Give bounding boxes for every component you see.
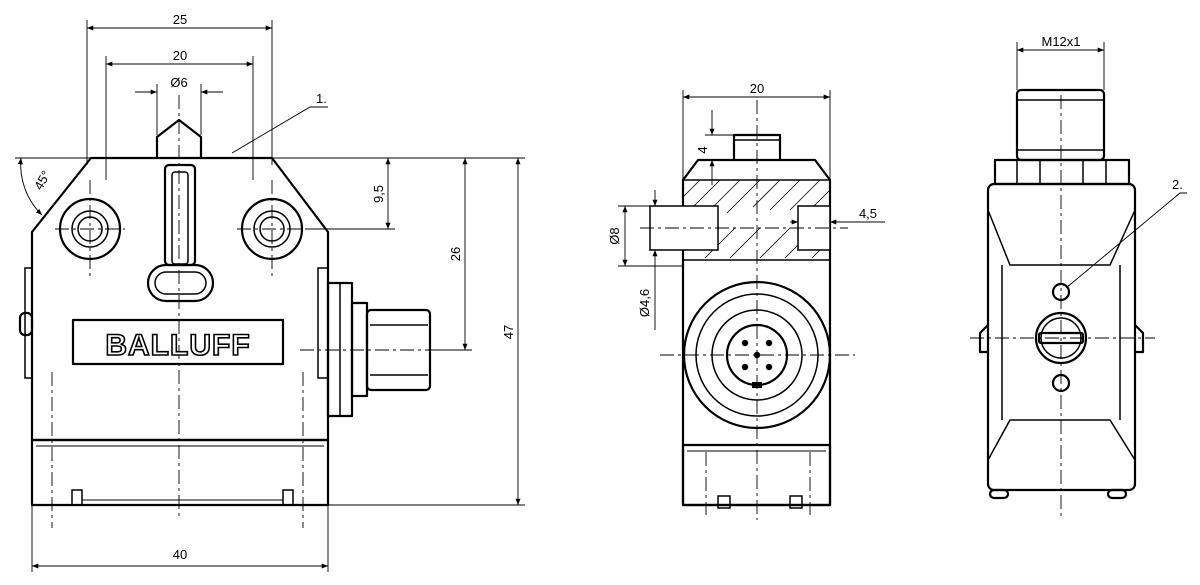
brand-logo: BALLUFF (105, 329, 250, 362)
side-dim-thread-dia-symbol: Ø (637, 307, 652, 317)
dim-plunger-dia-symbol: Ø (170, 75, 180, 90)
callout-2: 2. (1172, 177, 1183, 192)
dim-width-top: 25 (173, 12, 187, 27)
dim-height-total: 47 (501, 325, 516, 339)
connector-view: M12x1 2. (970, 34, 1187, 520)
dim-width-bottom: 40 (173, 547, 187, 562)
side-dim-hole-dia: 8 (607, 227, 622, 234)
dim-width-inner: 20 (173, 48, 187, 63)
side-connector (300, 281, 470, 418)
side-view: 20 4 Ø8 Ø4,6 4,5 (607, 81, 885, 520)
side-dim-plunger-height: 4 (695, 146, 710, 153)
connector-dim-thread: M12x1 (1041, 34, 1080, 49)
oval-cap (146, 263, 215, 303)
side-dim-width: 20 (750, 81, 764, 96)
front-view: BALLUFF 25 20 (15, 12, 525, 572)
dim-plunger-dia: 6 (180, 75, 187, 90)
connector-body (986, 182, 1137, 492)
side-dim-thread-dia: 4,6 (637, 289, 652, 307)
svg-text:Ø4,6: Ø4,6 (637, 289, 652, 317)
side-dim-depth: 4,5 (859, 206, 877, 221)
section-hatch (640, 179, 848, 261)
svg-text:Ø8: Ø8 (607, 227, 622, 244)
plunger-slot (163, 163, 197, 267)
svg-text:Ø6: Ø6 (170, 75, 187, 90)
callout-1: 1. (316, 91, 327, 106)
dim-hole-offset: 9,5 (371, 185, 386, 203)
side-dim-hole-dia-symbol: Ø (607, 235, 622, 245)
dim-height-connector: 26 (448, 247, 463, 261)
connector-face (660, 100, 855, 520)
dim-angle: 45° (31, 168, 54, 193)
